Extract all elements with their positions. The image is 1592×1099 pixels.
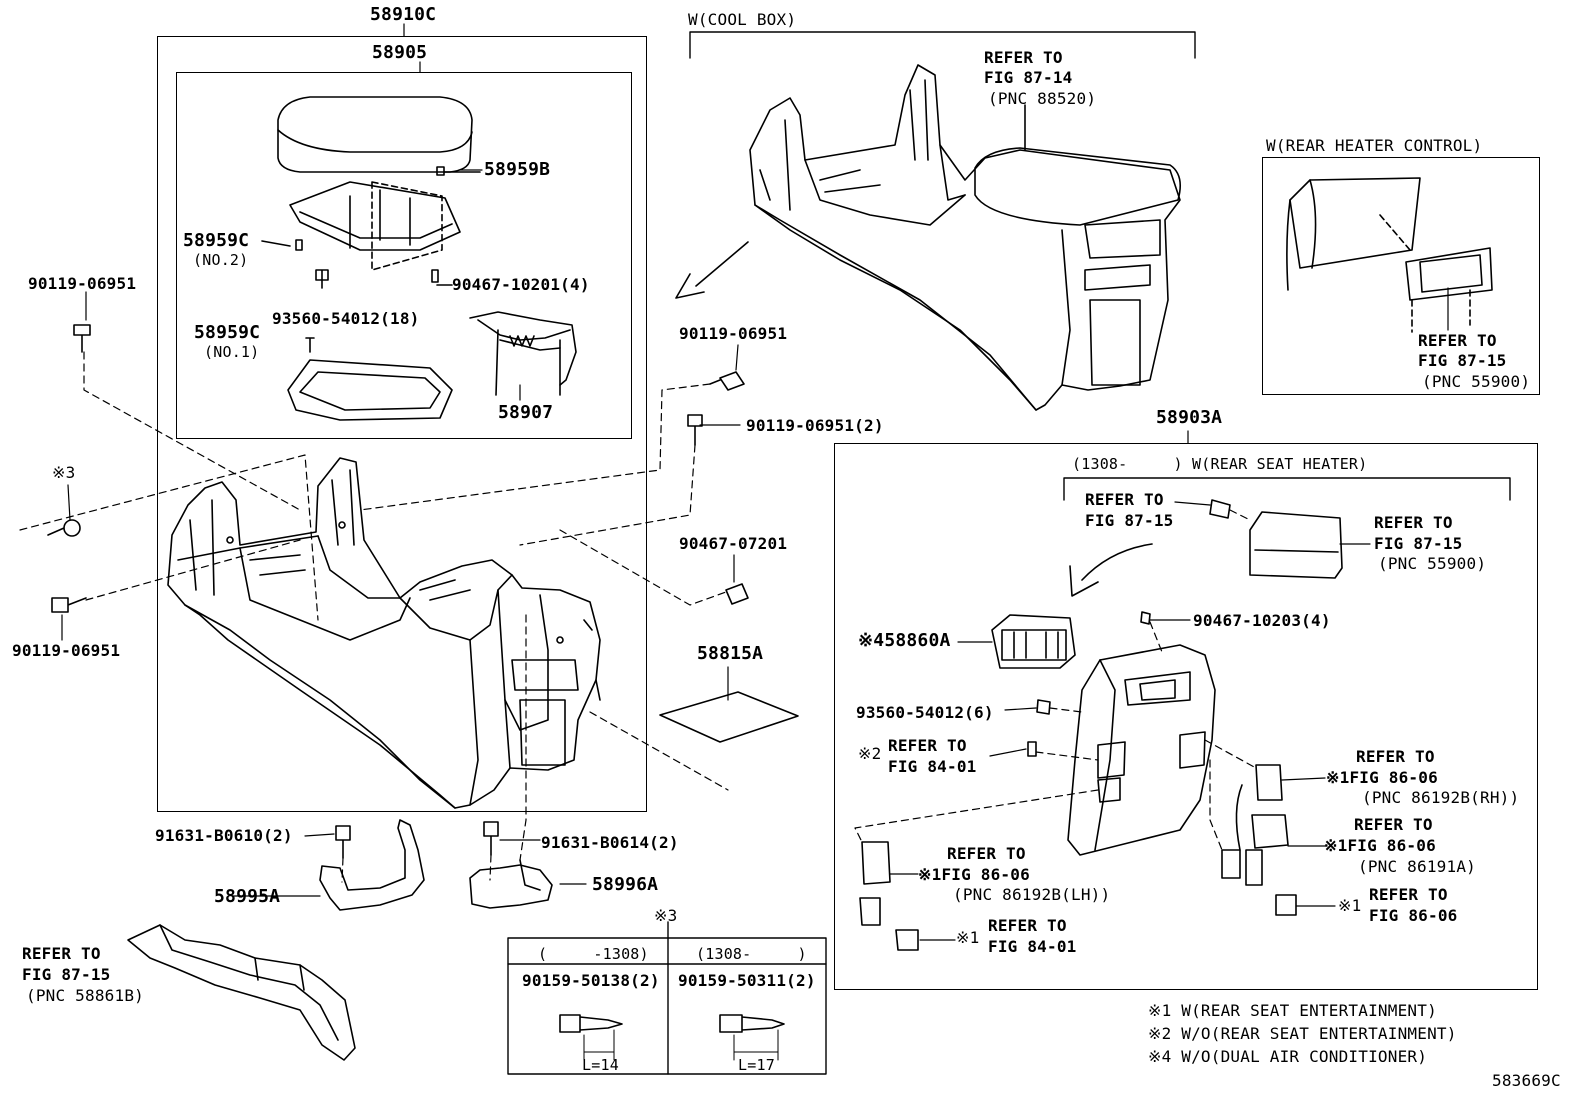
part-58959C-no1: 58959C — [194, 322, 261, 343]
part-58995A: 58995A — [214, 886, 281, 907]
refer-87-15-line2: FIG 87-15 — [1085, 511, 1174, 530]
part-90119-06951-mid: 90119-06951 — [679, 324, 788, 343]
part-58910C: 58910C — [370, 4, 437, 25]
part-90119-06951-left-top: 90119-06951 — [28, 274, 137, 293]
part-58959C-no2-note: (NO.2) — [193, 251, 249, 269]
main-console-drawing — [167, 457, 601, 809]
refer-86-06-mark: ※1 — [1338, 896, 1362, 915]
refer-86192B-rh-line1: REFER TO — [1356, 747, 1435, 766]
rear-seat-heater-label: (1308- ) W(REAR SEAT HEATER) — [1072, 455, 1368, 473]
mark-3-table: ※3 — [654, 906, 678, 925]
drawing-id: 583669C — [1492, 1071, 1561, 1090]
part-93560-54012-6: 93560-54012(6) — [856, 703, 994, 722]
refer-86192B-rh-line2: ※1FIG 86-06 — [1326, 768, 1438, 787]
part-91631-B0614: 91631-B0614(2) — [541, 833, 679, 852]
table-col1-length: L=14 — [582, 1056, 619, 1074]
part-90467-10201: 90467-10201(4) — [452, 275, 590, 294]
rear-panel-drawing — [859, 499, 1343, 951]
refer-55900-right-line3: (PNC 55900) — [1378, 554, 1487, 573]
refer-86191A-line2: ※1FIG 86-06 — [1324, 836, 1436, 855]
refer-55900-top-line2: FIG 87-15 — [1418, 351, 1507, 370]
part-58860A: ※458860A — [858, 630, 951, 651]
legend-note-4: ※4 W/O(DUAL AIR CONDITIONER) — [1148, 1047, 1428, 1066]
fastener-table — [507, 937, 827, 1075]
mark-3-left: ※3 — [52, 463, 76, 482]
table-col2-length: L=17 — [738, 1056, 775, 1074]
part-58903A: 58903A — [1156, 407, 1223, 428]
assembly-box-58910C — [157, 36, 647, 812]
refer-55900-right-line2: FIG 87-15 — [1374, 534, 1463, 553]
refer-58861B-line2: FIG 87-15 — [22, 965, 111, 984]
rear-heater-control-box — [1262, 157, 1540, 395]
refer-55900-right-line1: REFER TO — [1374, 513, 1453, 532]
cool-box-label: W(COOL BOX) — [688, 10, 797, 29]
part-58905: 58905 — [372, 42, 428, 63]
part-93560-54012-18: 93560-54012(18) — [272, 309, 420, 328]
part-90119-06951-mid-2: 90119-06951(2) — [746, 416, 884, 435]
table-col2-part: 90159-50311(2) — [678, 971, 816, 990]
rear-heater-control-drawing — [1286, 177, 1493, 333]
refer-58861B-line3: (PNC 58861B) — [26, 986, 144, 1005]
dashed-lines — [19, 351, 1257, 883]
assembly-box-58905 — [176, 72, 632, 439]
assembly-box-58903A — [834, 443, 1538, 990]
refer-84-01-2-line1: REFER TO — [988, 916, 1067, 935]
legend-note-2: ※2 W/O(REAR SEAT ENTERTAINMENT) — [1148, 1024, 1457, 1043]
cool-box-console-drawing — [749, 64, 1181, 411]
part-58959C-no1-note: (NO.1) — [204, 343, 260, 361]
refer-86191A-line3: (PNC 86191A) — [1358, 857, 1476, 876]
refer-88520-line1: REFER TO — [984, 48, 1063, 67]
refer-84-01-2-mark: ※1 — [956, 928, 980, 947]
legend-note-1: ※1 W(REAR SEAT ENTERTAINMENT) — [1148, 1001, 1437, 1020]
refer-87-15-line1: REFER TO — [1085, 490, 1164, 509]
rear-heater-control-label: W(REAR HEATER CONTROL) — [1266, 136, 1483, 155]
part-58815A: 58815A — [697, 643, 764, 664]
table-col1-part: 90159-50138(2) — [522, 971, 660, 990]
direction-arrows — [675, 241, 1153, 597]
refer-84-01-line1: REFER TO — [888, 736, 967, 755]
part-58996A: 58996A — [592, 874, 659, 895]
leader-lines — [61, 23, 1449, 941]
range-brackets — [667, 31, 1511, 939]
refer-58861B-line1: REFER TO — [22, 944, 101, 963]
table-col2-header: (1308- ) — [696, 945, 807, 963]
refer-86-06-line1: REFER TO — [1369, 885, 1448, 904]
refer-86191A-line1: REFER TO — [1354, 815, 1433, 834]
refer-86-06-line2: FIG 86-06 — [1369, 906, 1458, 925]
mark-2: ※2 — [858, 744, 882, 763]
refer-55900-top-line1: REFER TO — [1418, 331, 1497, 350]
refer-86192B-lh-line1: REFER TO — [947, 844, 1026, 863]
refer-86192B-lh-line3: (PNC 86192B(LH)) — [953, 885, 1111, 904]
refer-55900-top-line3: (PNC 55900) — [1422, 372, 1531, 391]
fasteners-drawing — [47, 324, 799, 1061]
part-90467-10203: 90467-10203(4) — [1193, 611, 1331, 630]
table-col1-header: ( -1308) — [538, 945, 649, 963]
armrest-lid-drawing — [261, 96, 577, 421]
refer-84-01-2-line2: FIG 84-01 — [988, 937, 1077, 956]
refer-88520-line2: FIG 87-14 — [984, 68, 1073, 87]
part-91631-B0610: 91631-B0610(2) — [155, 826, 293, 845]
part-90467-07201: 90467-07201 — [679, 534, 788, 553]
part-58907: 58907 — [498, 402, 554, 423]
refer-86192B-rh-line3: (PNC 86192B(RH)) — [1362, 788, 1520, 807]
part-90119-06951-left-bottom: 90119-06951 — [12, 641, 121, 660]
part-58959B: 58959B — [484, 159, 551, 180]
refer-86192B-lh-line2: ※1FIG 86-06 — [918, 865, 1030, 884]
refer-84-01-line2: FIG 84-01 — [888, 757, 977, 776]
refer-88520-line3: (PNC 88520) — [988, 89, 1097, 108]
part-58959C-no2: 58959C — [183, 230, 250, 251]
